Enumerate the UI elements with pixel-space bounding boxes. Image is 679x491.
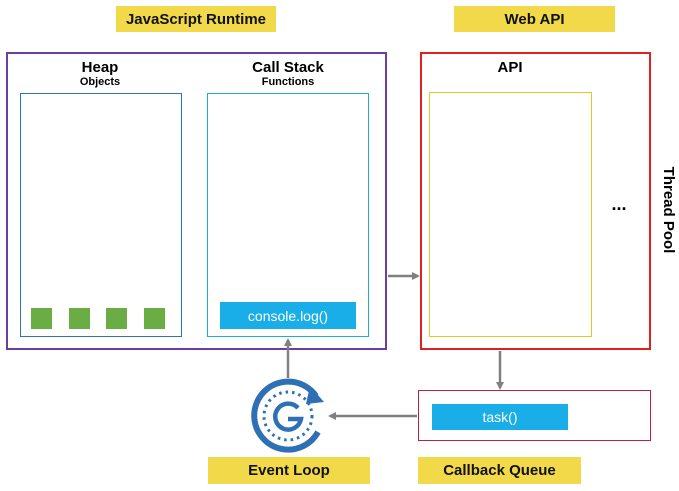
call-stack-box — [207, 93, 369, 337]
callback-queue-box — [418, 390, 651, 441]
heap-object — [144, 308, 165, 329]
api-title: API — [497, 59, 523, 76]
ellipsis-more: ... — [611, 194, 627, 214]
web-api-label: Web API — [454, 6, 615, 32]
call-stack-title: Call Stack — [252, 59, 324, 76]
callback-queue-label: Callback Queue — [418, 457, 581, 484]
javascript-runtime-label: JavaScript Runtime — [116, 6, 276, 32]
heap-title: Heap — [81, 59, 119, 76]
heap-box — [20, 93, 182, 337]
heap-object — [106, 308, 127, 329]
heap-object — [31, 308, 52, 329]
web-api-container — [420, 52, 651, 350]
api-box — [429, 92, 592, 337]
call-stack-subtitle: Functions — [261, 76, 315, 88]
javascript-runtime-container — [6, 52, 387, 350]
heap-subtitle: Objects — [79, 76, 121, 88]
heap-object — [69, 308, 90, 329]
console-log-frame: console.log() — [220, 302, 356, 329]
task-item: task() — [432, 404, 568, 430]
event-loop-cycle-icon — [251, 378, 324, 453]
event-loop-label: Event Loop — [208, 457, 370, 484]
